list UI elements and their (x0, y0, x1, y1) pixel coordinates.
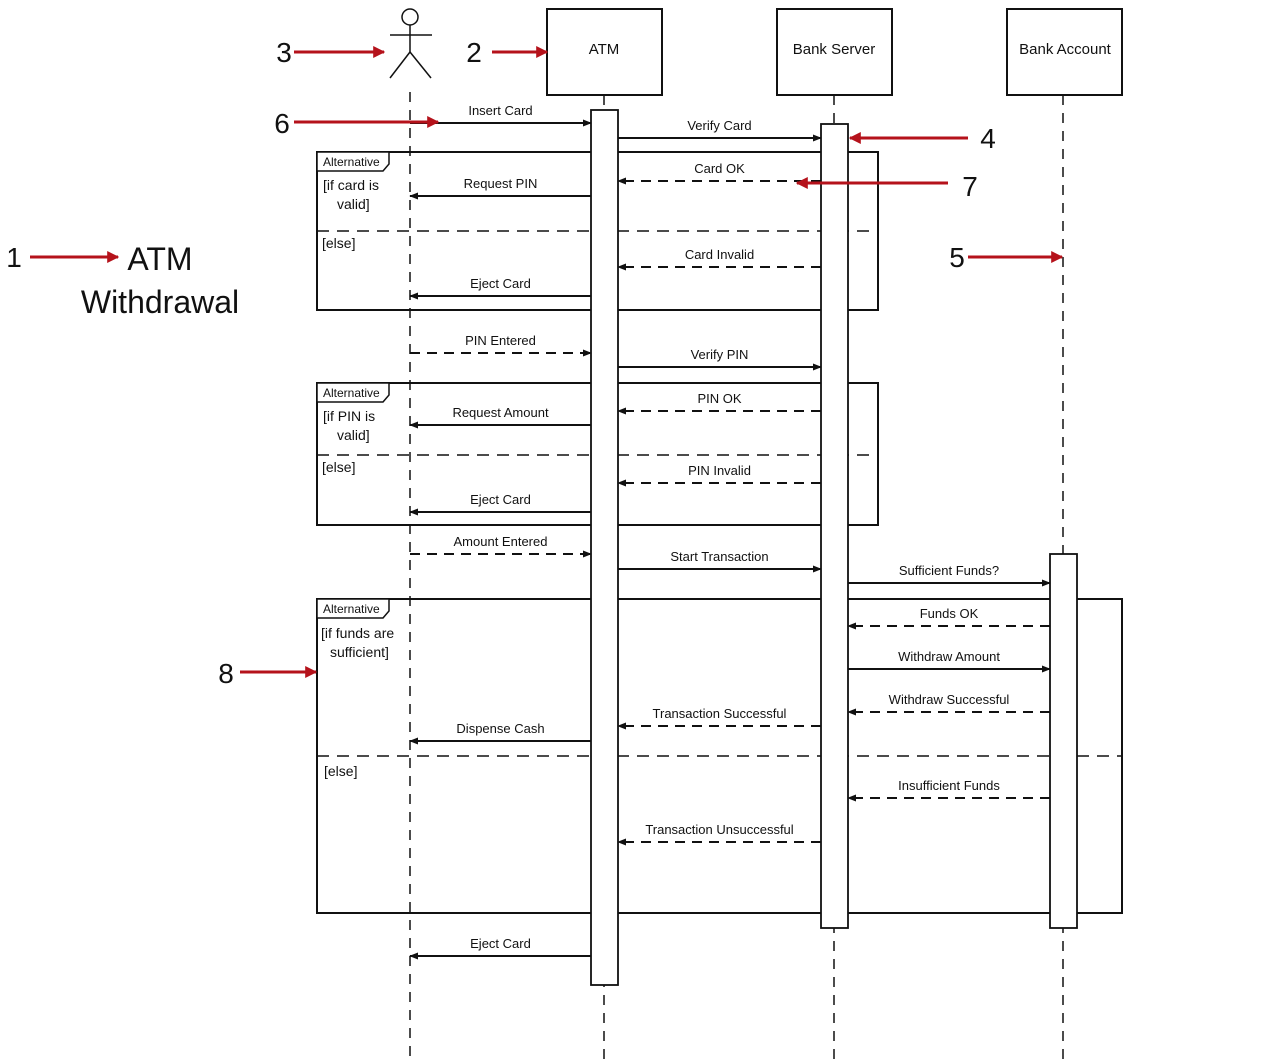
callout-number: 6 (274, 108, 290, 139)
message-label: Sufficient Funds? (899, 563, 999, 578)
activation-bar-server (820, 123, 849, 929)
callout-4: 4 (848, 123, 996, 154)
message-call: Insert Card (410, 103, 592, 127)
message-call: Request PIN (409, 176, 591, 200)
message-call: Dispense Cash (409, 721, 591, 745)
message-label: PIN OK (697, 391, 741, 406)
message-return: PIN OK (617, 391, 821, 415)
message-label: Withdraw Successful (889, 692, 1010, 707)
guard-condition: sufficient] (330, 644, 389, 660)
message-label: Withdraw Amount (898, 649, 1000, 664)
message-return: Transaction Successful (617, 706, 821, 730)
callout-number: 2 (466, 37, 482, 68)
callout-number: 3 (276, 37, 292, 68)
message-call: Verify PIN (618, 347, 822, 371)
message-return: Card Invalid (617, 247, 821, 271)
callout-6: 6 (274, 108, 440, 139)
alt-fragment-funds: Alternative [if funds are sufficient] [e… (316, 598, 1123, 914)
participant-label: ATM (589, 41, 620, 58)
callout-number: 7 (962, 171, 978, 202)
participant-label: Bank Server (793, 41, 876, 58)
message-label: Transaction Successful (653, 706, 787, 721)
message-label: Eject Card (470, 276, 531, 291)
message-label: Verify Card (687, 118, 751, 133)
actor-stick-figure (389, 8, 432, 79)
message-label: Request PIN (464, 176, 538, 191)
message-return: Funds OK (847, 606, 1050, 630)
activation-bar-atm (590, 109, 619, 986)
message-label: Insufficient Funds (898, 778, 1000, 793)
message-label: Card Invalid (685, 247, 754, 262)
participant-label: Bank Account (1019, 41, 1112, 58)
message-return: Withdraw Successful (847, 692, 1050, 716)
participant-atm: ATM (546, 8, 663, 96)
message-return: PIN Invalid (617, 463, 821, 487)
message-call: Sufficient Funds? (848, 563, 1051, 587)
participant-bank-server: Bank Server (776, 8, 893, 96)
message-call: Start Transaction (618, 549, 822, 573)
callout-7: 7 (795, 171, 978, 202)
message-label: PIN Entered (465, 333, 536, 348)
message-label: Eject Card (470, 492, 531, 507)
fragment-tag: Alternative (323, 155, 380, 169)
else-guard: [else] (324, 763, 357, 779)
callouts: 1 2 3 4 5 6 7 8 (6, 37, 1064, 689)
message-call: Eject Card (409, 492, 591, 516)
message-return: Card OK (617, 161, 821, 185)
message-label: Request Amount (452, 405, 549, 420)
callout-number: 8 (218, 658, 234, 689)
guard-condition: valid] (337, 427, 370, 443)
callout-5: 5 (949, 242, 1064, 273)
message-label: Dispense Cash (456, 721, 544, 736)
fragment-tag: Alternative (323, 386, 380, 400)
message-return: Insufficient Funds (847, 778, 1050, 802)
callout-2: 2 (466, 37, 549, 68)
message-label: Eject Card (470, 936, 531, 951)
activation-bar-account (1049, 553, 1078, 929)
callout-1: 1 (6, 242, 120, 273)
message-call: Eject Card (409, 936, 591, 960)
message-label: Transaction Unsuccessful (645, 822, 793, 837)
message-label: Start Transaction (670, 549, 768, 564)
message-return: Transaction Unsuccessful (617, 822, 821, 846)
message-call: Verify Card (618, 118, 822, 142)
message-call: Request Amount (409, 405, 591, 429)
guard-condition: [if funds are (321, 625, 394, 641)
participant-bank-account: Bank Account (1006, 8, 1123, 96)
message-label: PIN Invalid (688, 463, 751, 478)
fragment-tag: Alternative (323, 602, 380, 616)
diagram-title-line1: ATM (127, 241, 192, 277)
else-guard: [else] (322, 459, 355, 475)
message-call: Eject Card (409, 276, 591, 300)
message-label: Insert Card (468, 103, 532, 118)
message-label: Verify PIN (691, 347, 749, 362)
message-return: PIN Entered (410, 333, 592, 357)
guard-condition: [if card is (323, 177, 379, 193)
guard-condition: valid] (337, 196, 370, 212)
message-label: Amount Entered (454, 534, 548, 549)
guard-condition: [if PIN is (323, 408, 375, 424)
callout-3: 3 (276, 37, 386, 68)
message-label: Card OK (694, 161, 745, 176)
diagram-title-line2: Withdrawal (81, 284, 239, 320)
callout-8: 8 (218, 658, 318, 689)
else-guard: [else] (322, 235, 355, 251)
callout-number: 4 (980, 123, 996, 154)
callout-number: 5 (949, 242, 965, 273)
message-call: Withdraw Amount (848, 649, 1051, 673)
message-return: Amount Entered (410, 534, 592, 558)
message-label: Funds OK (920, 606, 979, 621)
callout-number: 1 (6, 242, 22, 273)
